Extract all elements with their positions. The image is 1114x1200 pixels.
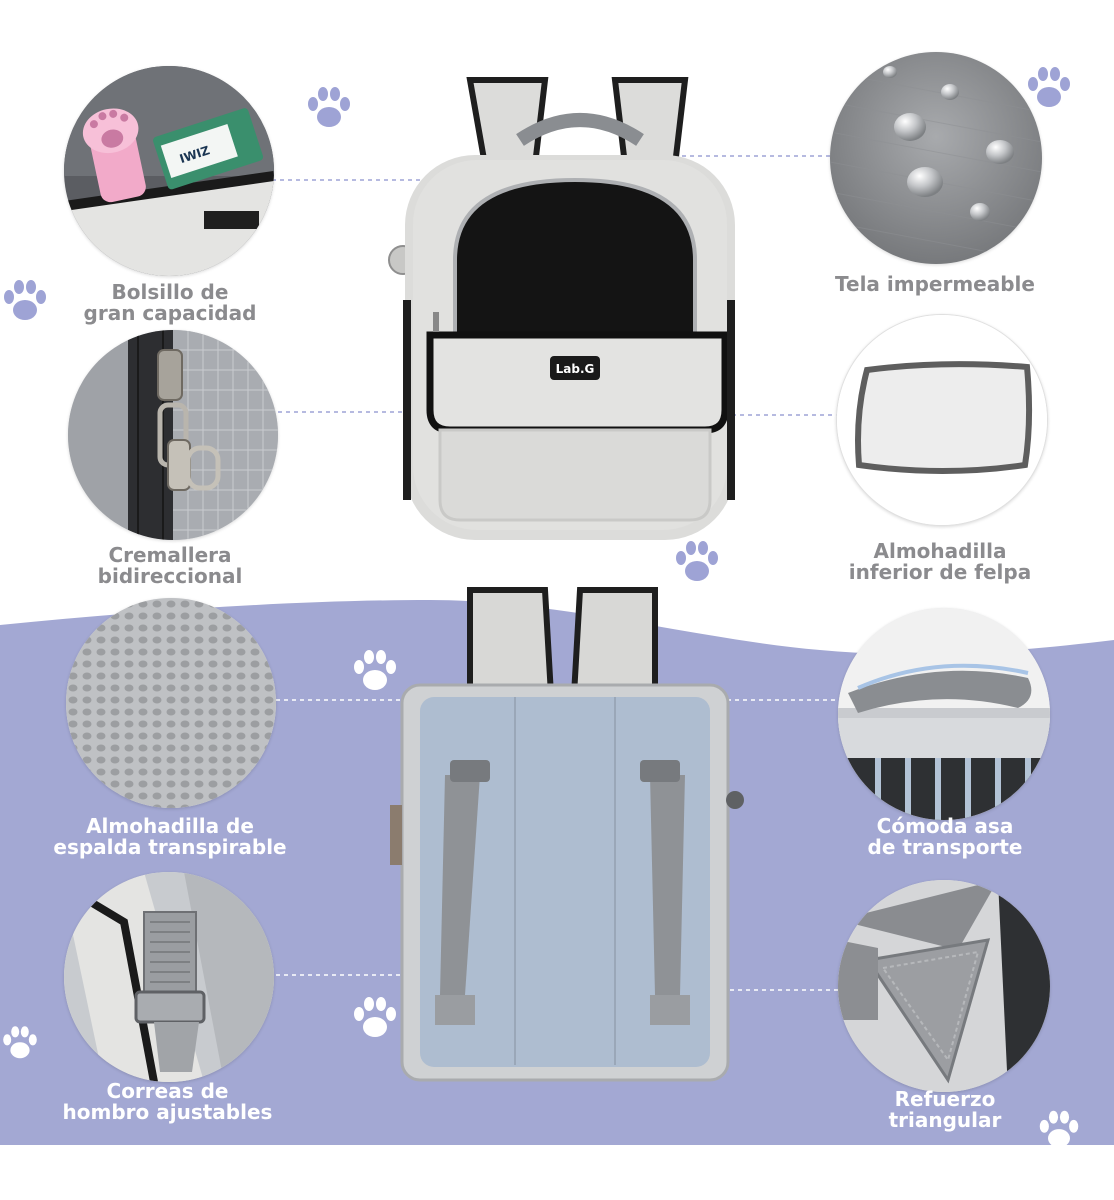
pad-label-line1: Almohadilla	[873, 539, 1007, 563]
brand-logo: Lab.G	[556, 362, 595, 376]
pad-label-line2: inferior de felpa	[848, 560, 1032, 584]
straps-label-line2: hombro ajustables	[62, 1100, 273, 1124]
triangular-reinforcement-photo	[838, 880, 1050, 1092]
zipper-detail-photo	[68, 330, 278, 540]
waterproof-fabric-photo	[830, 52, 1042, 264]
paw-icon	[1028, 67, 1070, 107]
zipper-label: Cremallera bidireccional	[70, 545, 270, 587]
backpack-front: Lab.G	[388, 77, 735, 540]
breathable-back-pad-photo	[66, 598, 276, 808]
straps-label-line1: Correas de	[106, 1079, 229, 1103]
triangle-label-line2: triangular	[888, 1108, 1002, 1132]
handle-label: Cómoda asa de transporte	[830, 816, 1060, 858]
paw-icon	[354, 997, 396, 1037]
straps-label: Correas de hombro ajustables	[50, 1081, 285, 1123]
pocket-label-line1: Bolsillo de	[111, 280, 229, 304]
back-pad-label: Almohadilla de espalda transpirable	[40, 816, 300, 858]
zipper-label-line2: bidireccional	[97, 564, 243, 588]
back-pad-label-line2: espalda transpirable	[53, 835, 287, 859]
paw-icon	[308, 87, 350, 127]
adjustable-straps-photo	[64, 872, 274, 1082]
paw-icon	[4, 280, 46, 320]
handle-label-line1: Cómoda asa	[876, 814, 1014, 838]
pocket-label: Bolsillo de gran capacidad	[70, 282, 270, 324]
paw-icon	[3, 1026, 37, 1059]
pad-label: Almohadilla inferior de felpa	[830, 541, 1050, 583]
paw-icon	[354, 650, 396, 690]
pocket-label-line2: gran capacidad	[83, 301, 257, 325]
triangle-label-line1: Refuerzo	[894, 1087, 996, 1111]
backpack-back	[390, 587, 744, 1082]
zipper-label-line1: Cremallera	[108, 543, 232, 567]
back-pad-label-line1: Almohadilla de	[86, 814, 254, 838]
paw-icon	[676, 541, 718, 581]
waterproof-label: Tela impermeable	[820, 274, 1050, 295]
plush-pad-photo	[836, 314, 1048, 526]
waterproof-label-line1: Tela impermeable	[835, 272, 1035, 296]
paw-icon	[1039, 1110, 1079, 1148]
handle-label-line2: de transporte	[867, 835, 1023, 859]
carry-handle-photo	[838, 608, 1050, 820]
pocket-detail-photo: IWIZ	[64, 66, 274, 276]
triangle-label: Refuerzo triangular	[840, 1089, 1050, 1131]
